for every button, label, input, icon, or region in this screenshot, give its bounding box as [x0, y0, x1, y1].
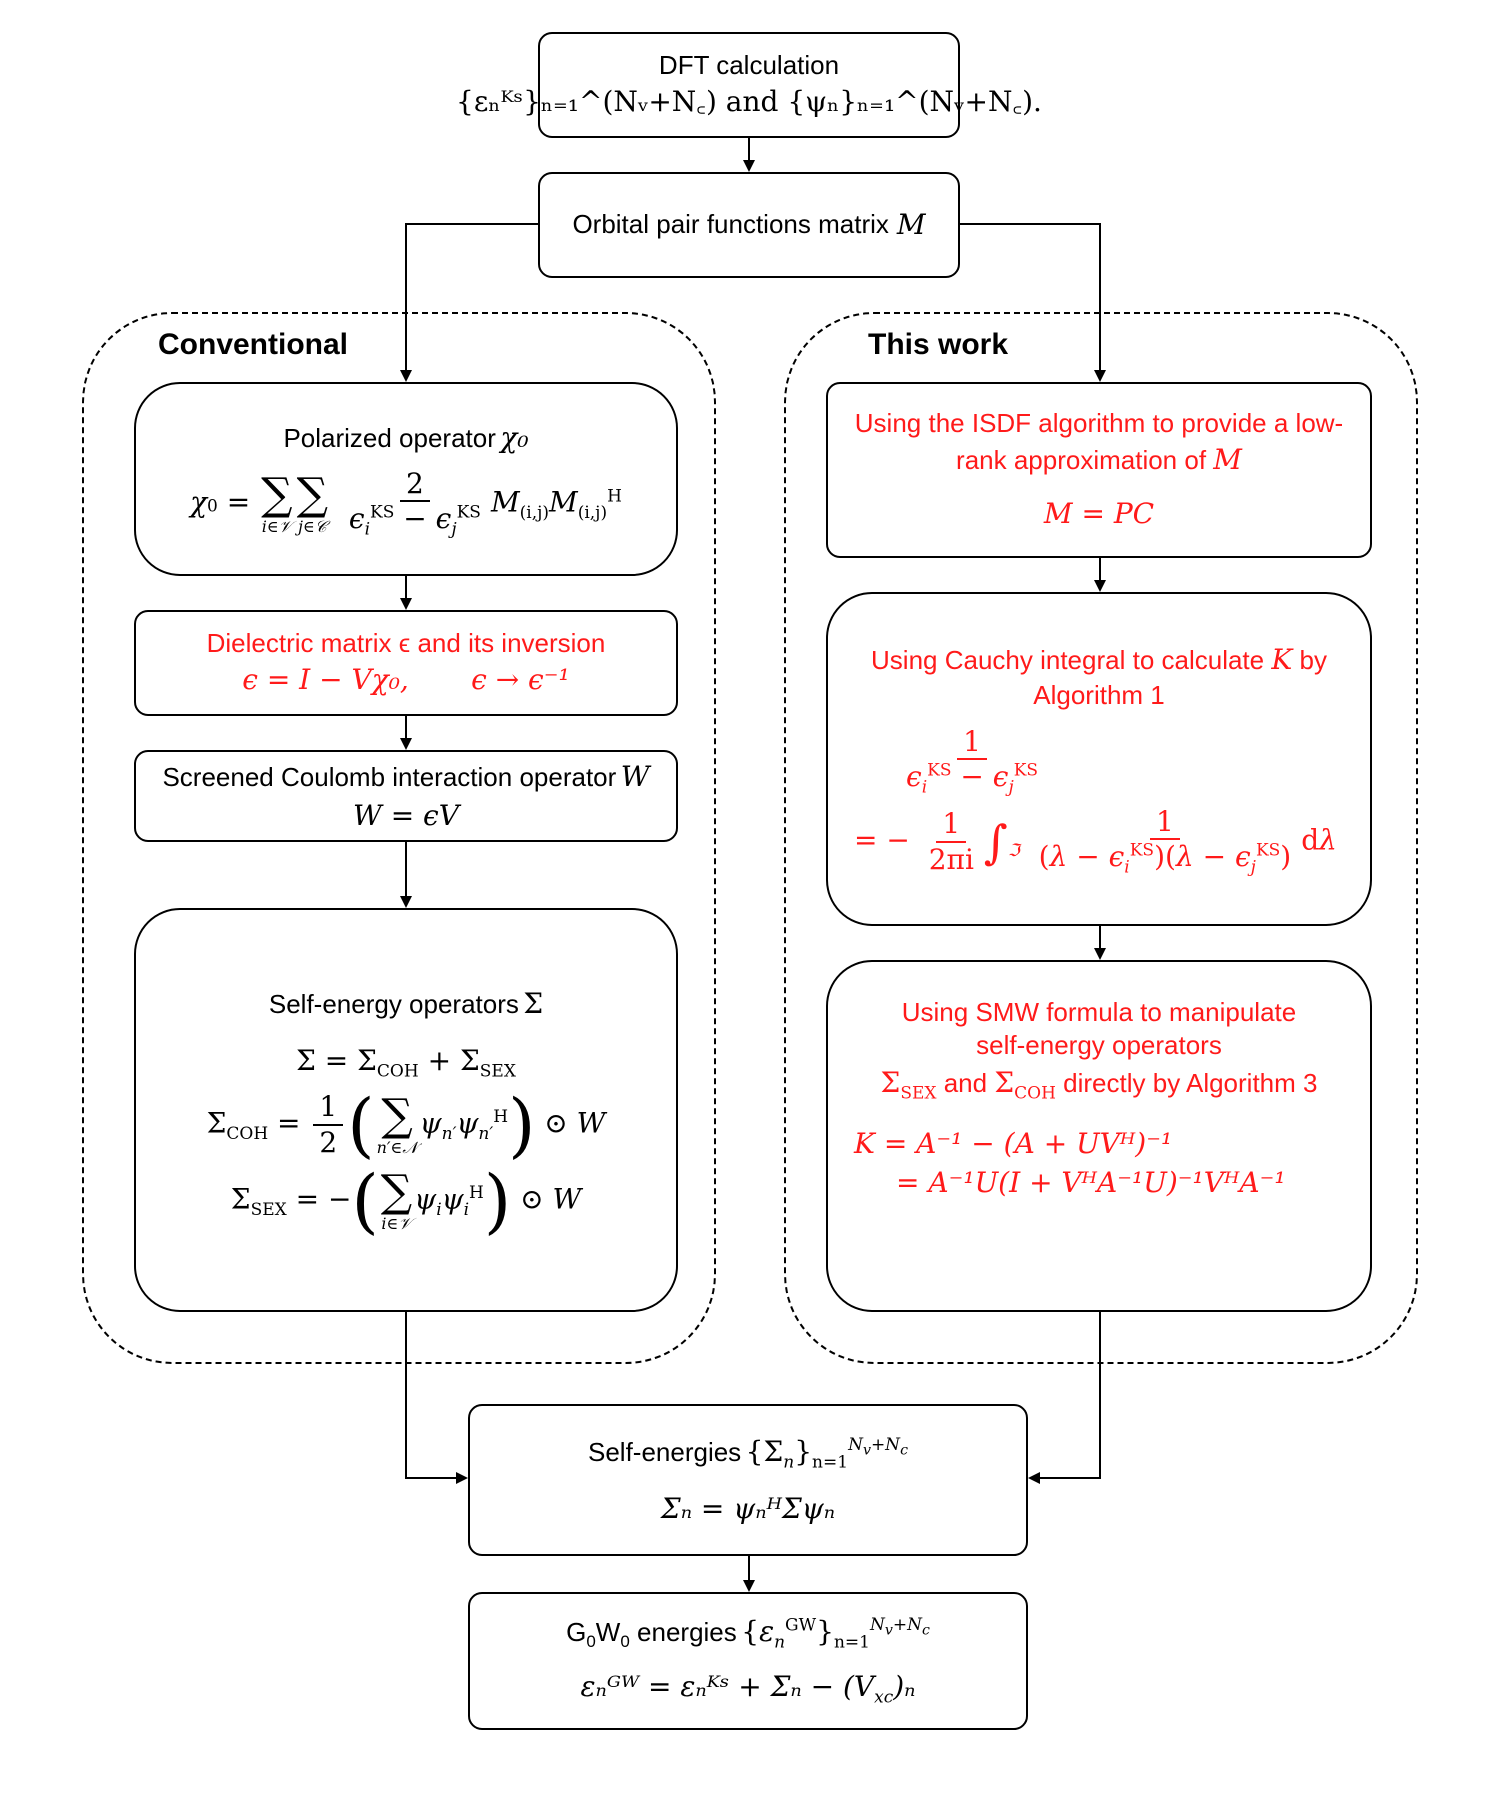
node-selfop-title: Self-energy operators — [268, 988, 519, 1019]
node-orbital-pair[interactable]: Orbital pair functions matrix M — [538, 172, 960, 278]
group-this-work — [784, 312, 1418, 1364]
node-screened-var: W — [620, 759, 650, 793]
node-dielectric-equation: ϵ = I − Vχ₀, ϵ → ϵ⁻¹ — [242, 663, 570, 697]
group-conventional-title: Conventional — [158, 328, 349, 361]
node-g0w0-energies[interactable]: G0W0 energies {εnGW}n=1Nv+Nc εₙᴳᵂ = εₙᴷˢ… — [468, 1592, 1028, 1730]
node-polarized-title: Polarized operator — [283, 423, 496, 454]
node-isdf-title: Using the ISDF algorithm to provide a lo… — [854, 408, 1344, 477]
node-polarized-var: χ₀ — [500, 421, 529, 455]
node-dft-title: DFT calculation — [658, 49, 840, 80]
node-selfop-eq1: Σ = ΣCOH + ΣSEX — [296, 1043, 516, 1082]
node-cauchy-title: Using Cauchy integral to calculate K by … — [871, 642, 1327, 710]
node-smw-eq2: = A⁻¹U(I + VᴴA⁻¹U)⁻¹VᴴA⁻¹ — [896, 1166, 1286, 1200]
node-selfen-title: Self-energies — [587, 1436, 742, 1467]
node-orbital-var: M — [896, 208, 926, 242]
node-isdf-equation: M = PC — [1043, 496, 1155, 530]
node-smw-eq1: K = A⁻¹ − (A + UVᴴ)⁻¹ — [854, 1126, 1173, 1160]
node-isdf[interactable]: Using the ISDF algorithm to provide a lo… — [826, 382, 1372, 558]
edge-orbital-polarized — [400, 223, 538, 382]
node-screened-title: Screened Coulomb interaction operator — [162, 761, 617, 792]
node-dft-calculation[interactable]: DFT calculation {εₙᴷˢ}ₙ₌₁^(Nᵥ+N꜀) and {ψ… — [456, 32, 1042, 138]
node-g0w0-equation: εₙᴳᵂ = εₙᴷˢ + Σₙ − (Vxc)ₙ — [580, 1670, 916, 1708]
node-smw-title-3: ΣSEX and ΣCOH directly by Algorithm 3 — [880, 1065, 1318, 1104]
node-self-energy-operators[interactable]: Self-energy operators Σ Σ = ΣCOH + ΣSEX … — [134, 908, 678, 1312]
node-selfop-var: Σ — [523, 986, 544, 1020]
edge-selfop-selfen — [405, 1312, 468, 1484]
node-orbital-title: Orbital pair functions matrix — [572, 209, 889, 240]
node-cauchy-integral[interactable]: Using Cauchy integral to calculate K by … — [826, 592, 1372, 926]
node-self-energies[interactable]: Self-energies {Σn}n=1Nv+Nc Σₙ = ψₙᴴΣψₙ — [468, 1404, 1028, 1556]
node-dielectric-matrix[interactable]: Dielectric matrix ϵ and its inversion ϵ … — [134, 610, 678, 716]
node-screened-equation: W = ϵV — [353, 799, 459, 832]
node-smw-title-2: self-energy operators — [976, 1030, 1222, 1061]
edge-orbital-isdf — [960, 223, 1106, 382]
node-dielectric-title: Dielectric matrix ϵ and its inversion — [206, 627, 606, 658]
node-screened-coulomb[interactable]: Screened Coulomb interaction operator W … — [134, 750, 678, 842]
edge-smw-selfen — [1028, 1312, 1101, 1484]
group-conventional — [82, 312, 716, 1364]
node-g0w0-title: G0W0 energies — [566, 1616, 737, 1651]
group-this-work-title: This work — [868, 328, 1009, 361]
node-selfen-equation: Σₙ = ψₙᴴΣψₙ — [660, 1492, 836, 1526]
node-smw-title-1: Using SMW formula to manipulate — [901, 997, 1297, 1027]
node-smw-formula[interactable]: Using SMW formula to manipulate self-ene… — [826, 960, 1372, 1312]
node-dft-equation: {εₙᴷˢ}ₙ₌₁^(Nᵥ+N꜀) and {ψₙ}ₙ₌₁^(Nᵥ+N꜀). — [456, 85, 1042, 119]
